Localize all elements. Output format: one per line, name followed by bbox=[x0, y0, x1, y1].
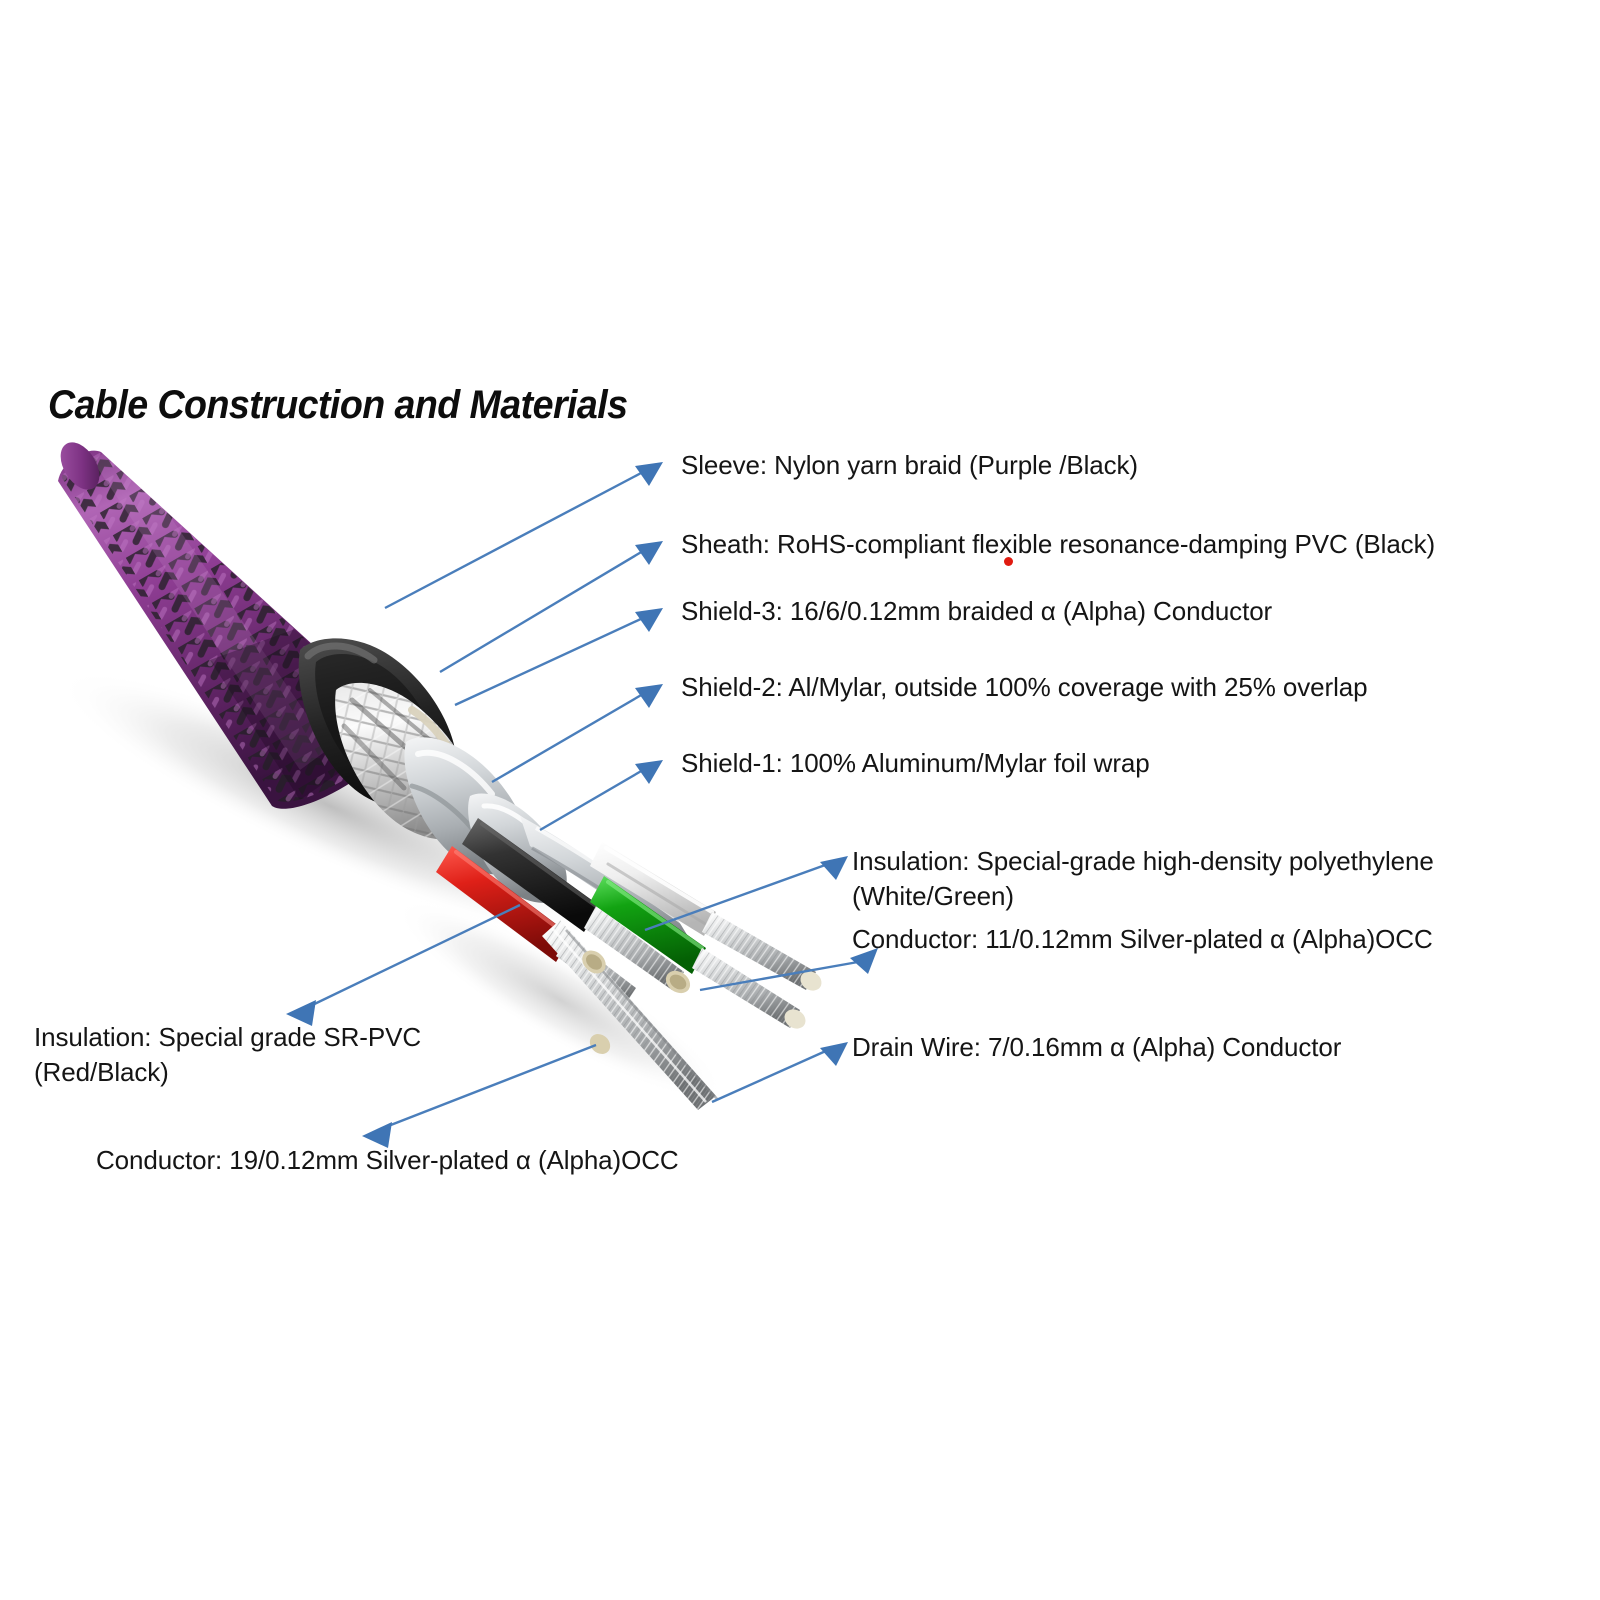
arrow-shield-3 bbox=[635, 608, 663, 632]
page-title: Cable Construction and Materials bbox=[48, 383, 628, 427]
nylon-yarn-braid-sleeve bbox=[58, 442, 402, 809]
leader-shield-1 bbox=[539, 768, 644, 832]
leader-shield-2 bbox=[491, 692, 644, 784]
pvc-sheath bbox=[298, 638, 457, 809]
braided-alpha-conductor-shield-3 bbox=[335, 682, 479, 840]
leader-insulation-srpvc bbox=[301, 903, 521, 1012]
leader-sheath bbox=[439, 549, 644, 674]
leader-insulation-pe bbox=[644, 862, 829, 932]
label-insulation-srpvc-line1: Insulation: Special grade SR-PVC bbox=[34, 1022, 422, 1052]
leader-shield-3 bbox=[454, 616, 644, 707]
label-sheath: Sheath: RoHS-compliant flexible resonanc… bbox=[681, 529, 1436, 559]
aluminum-mylar-foil-shield-1 bbox=[468, 793, 700, 956]
label-drain-wire: Drain Wire: 7/0.16mm α (Alpha) Conductor bbox=[852, 1032, 1342, 1062]
label-insulation-srpvc-line2: (Red/Black) bbox=[34, 1056, 169, 1087]
label-insulation-pe-line1: Insulation: Special-grade high-density p… bbox=[852, 846, 1434, 876]
polyethylene-insulated-white-wire bbox=[590, 842, 822, 991]
label-conductor-11: Conductor: 11/0.12mm Silver-plated α (Al… bbox=[852, 924, 1433, 954]
arrow-shield-2 bbox=[635, 684, 663, 708]
arrow-sheath bbox=[635, 541, 663, 565]
label-sleeve: Sleeve: Nylon yarn braid (Purple /Black) bbox=[681, 450, 1138, 480]
arrow-sleeve bbox=[635, 462, 663, 486]
drain-wire bbox=[542, 920, 719, 1110]
label-insulation-srpvc: Insulation: Special grade SR-PVC (Red/Bl… bbox=[34, 1020, 421, 1090]
arrow-insulation-pe bbox=[820, 856, 848, 880]
label-shield-3: Shield-3: 16/6/0.12mm braided α (Alpha) … bbox=[681, 596, 1273, 626]
leader-conductor-11 bbox=[699, 960, 859, 992]
sr-pvc-insulated-red-wire bbox=[436, 846, 636, 1006]
label-shield-1: Shield-1: 100% Aluminum/Mylar foil wrap bbox=[681, 748, 1150, 778]
al-mylar-shield-2 bbox=[404, 737, 529, 875]
label-shield-2: Shield-2: Al/Mylar, outside 100% coverag… bbox=[681, 672, 1368, 702]
arrow-shield-1 bbox=[635, 760, 663, 784]
label-insulation-pe: Insulation: Special-grade high-density p… bbox=[852, 844, 1434, 914]
red-dot-artifact bbox=[1004, 557, 1013, 566]
label-conductor-19: Conductor: 19/0.12mm Silver-plated α (Al… bbox=[96, 1145, 679, 1175]
leader-sleeve bbox=[384, 470, 644, 610]
sr-pvc-insulated-black-wire bbox=[462, 818, 691, 994]
polyethylene-insulated-green-wire bbox=[590, 876, 806, 1029]
arrow-drain-wire bbox=[820, 1042, 848, 1066]
leader-drain-wire bbox=[711, 1048, 829, 1104]
label-insulation-pe-line2: (White/Green) bbox=[852, 880, 1014, 911]
